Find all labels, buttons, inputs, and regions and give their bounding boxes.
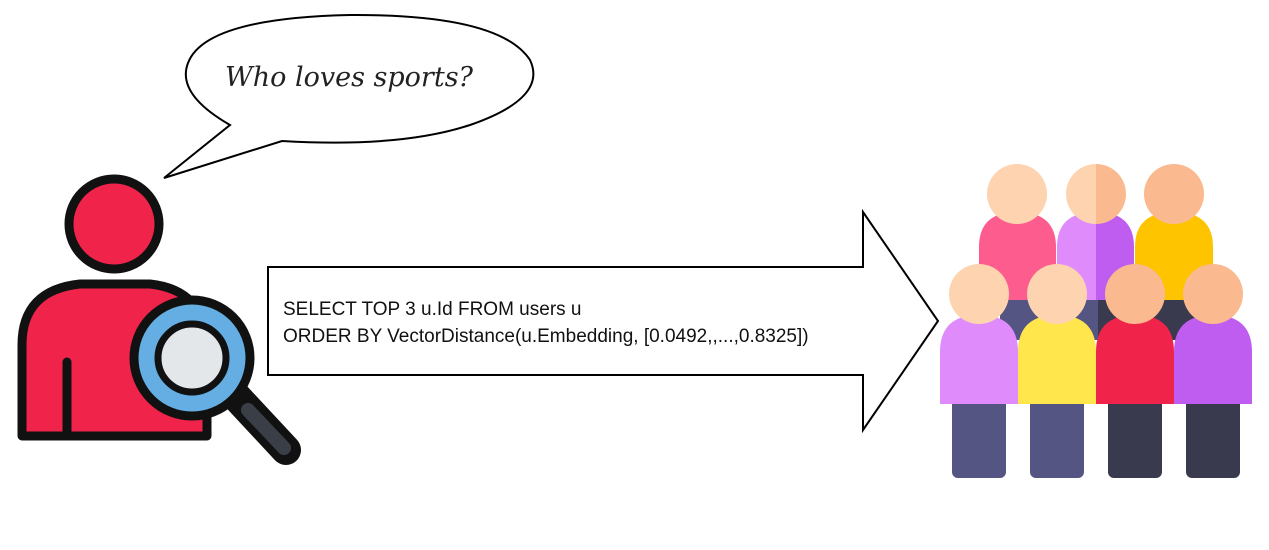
- crowd-person-front-1: [940, 264, 1018, 404]
- speech-bubble-shape: [163, 13, 535, 179]
- crowd-legs-3: [1108, 396, 1162, 478]
- query-line-2: ORDER BY VectorDistance(u.Embedding, [0.…: [283, 326, 809, 347]
- query-line-1: SELECT TOP 3 u.Id FROM users u: [283, 299, 582, 320]
- speech-bubble: Who loves sports?: [163, 13, 535, 179]
- crowd-icon: [940, 164, 1252, 478]
- crowd-person-front-4: [1174, 264, 1252, 404]
- crowd-legs-1: [952, 396, 1006, 478]
- query-arrow: SELECT TOP 3 u.Id FROM users u ORDER BY …: [267, 208, 940, 434]
- arrow-shape: [267, 208, 940, 434]
- person-search-icon: [17, 174, 301, 465]
- crowd-legs-4: [1186, 396, 1240, 478]
- crowd-person-front-2: [1018, 264, 1096, 404]
- crowd-person-front-3: [1096, 264, 1174, 404]
- speech-bubble-text: Who loves sports?: [225, 62, 474, 93]
- crowd-legs-2: [1030, 396, 1084, 478]
- person-head: [64, 174, 164, 274]
